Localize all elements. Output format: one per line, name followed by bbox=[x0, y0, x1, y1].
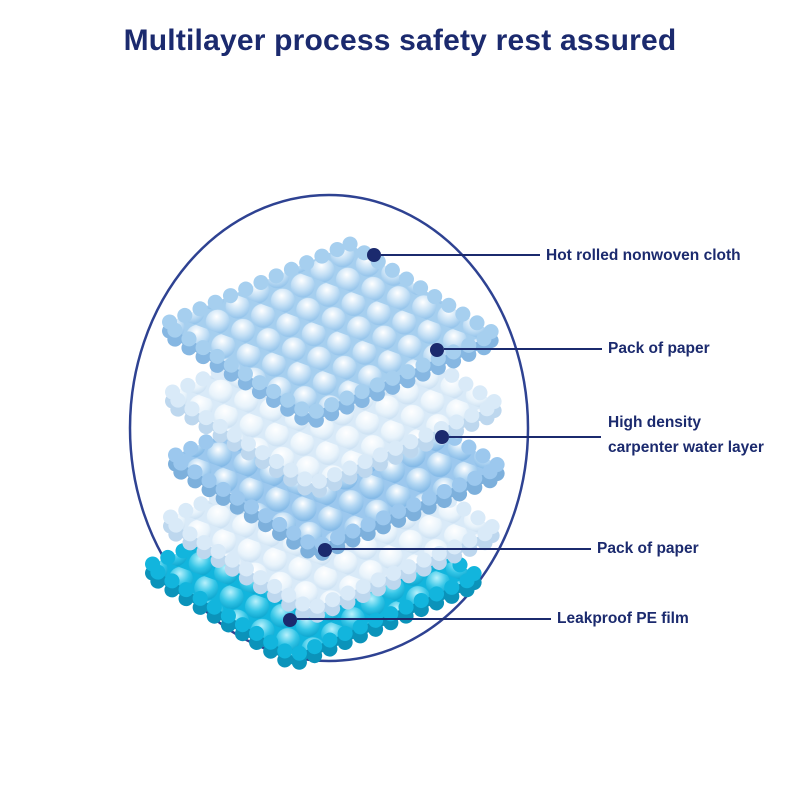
leader-dot-paper-lower bbox=[318, 543, 332, 557]
label-hot-rolled-nonwoven-cloth: Hot rolled nonwoven cloth bbox=[546, 247, 741, 264]
label-leakproof-pe-film: Leakproof PE film bbox=[557, 610, 689, 627]
leader-dots bbox=[283, 248, 449, 627]
layer-nonwoven-cloth bbox=[157, 236, 503, 431]
ellipse-outline bbox=[128, 193, 530, 663]
layer-surface-edge bbox=[157, 236, 503, 422]
label-line-2: carpenter water layer bbox=[608, 439, 764, 456]
label-line-1: High density bbox=[608, 414, 702, 431]
page-title: Multilayer process safety rest assured bbox=[123, 24, 677, 57]
label-pack-of-paper-lower: Pack of paper bbox=[597, 540, 699, 557]
leader-dot-pe-film bbox=[283, 613, 297, 627]
leader-dot-nonwoven bbox=[367, 248, 381, 262]
leader-dot-paper-upper bbox=[430, 343, 444, 357]
label-pack-of-paper-upper: Pack of paper bbox=[608, 340, 710, 357]
label-high-density-carpenter-water-layer: High density carpenter water layer bbox=[608, 410, 764, 460]
leader-lines bbox=[297, 254, 602, 620]
leader-dot-water-layer bbox=[435, 430, 449, 444]
